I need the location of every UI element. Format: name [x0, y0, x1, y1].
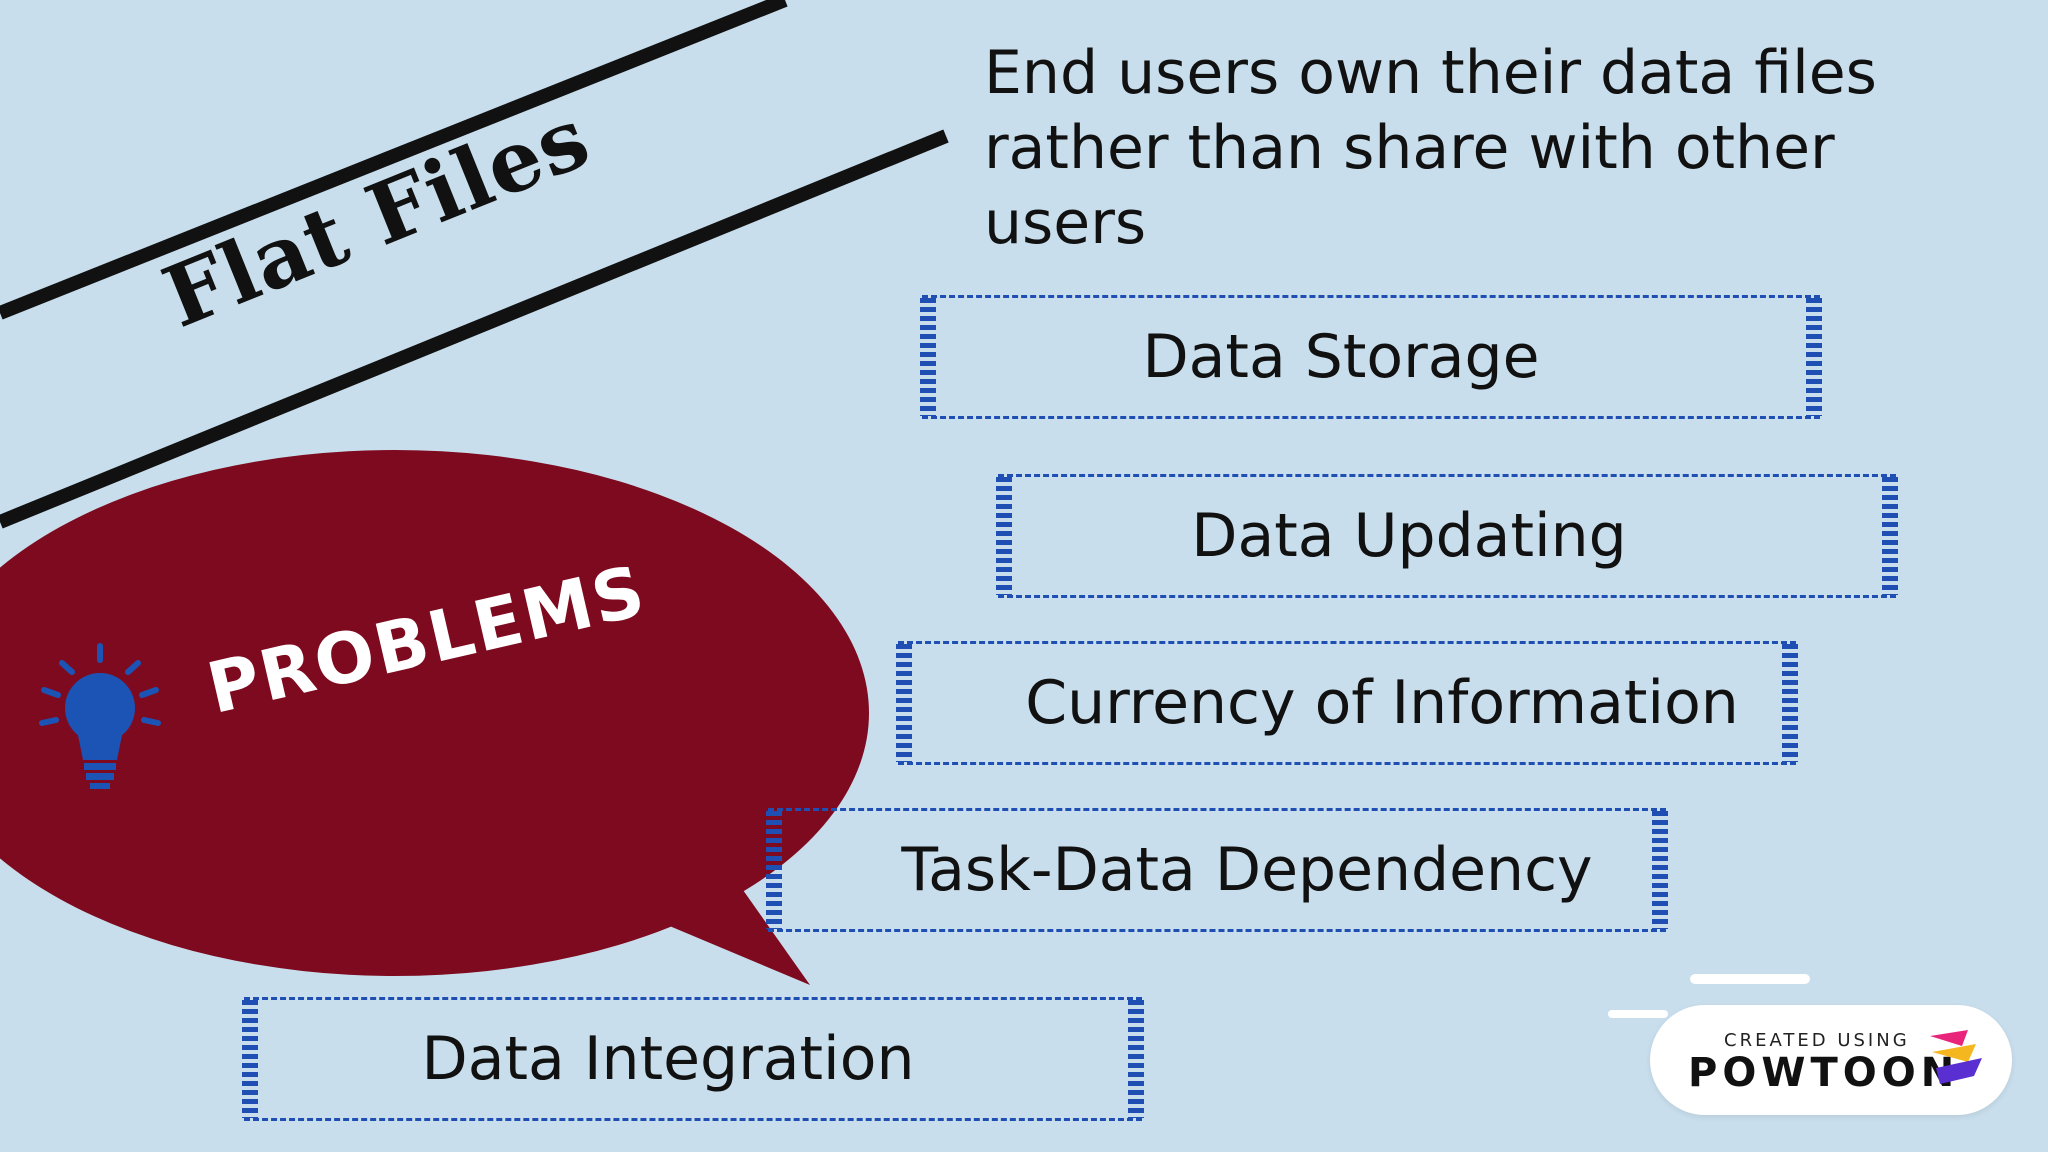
item-label: Data Storage: [1142, 322, 1540, 392]
item-currency-of-information[interactable]: Currency of Information: [896, 641, 1798, 765]
diagonal-stripe-bottom: [0, 129, 949, 529]
watermark-badge[interactable]: [1650, 1005, 2012, 1115]
watermark-small-text: CREATED USING: [1724, 1030, 1910, 1051]
diagonal-stripe-top: [0, 0, 788, 320]
headline: End users own their data files rather th…: [984, 36, 2014, 261]
watermark-brand: POWTOON: [1688, 1050, 1960, 1096]
speech-bubble: [0, 450, 869, 985]
item-label: Currency of Information: [1025, 668, 1739, 738]
powtoon-logo-icon: [1930, 1030, 1982, 1084]
item-label: Data Updating: [1191, 501, 1627, 571]
headline-line-1: End users own their data files: [984, 38, 1877, 108]
headline-line-2: rather than share with other users: [984, 113, 1835, 258]
item-data-integration[interactable]: Data Integration: [242, 997, 1144, 1121]
item-label: Data Integration: [421, 1024, 915, 1094]
lightbulb-icon: [39, 643, 161, 789]
item-label: Task-Data Dependency: [901, 835, 1593, 905]
item-task-data-dependency[interactable]: Task-Data Dependency: [766, 808, 1668, 932]
item-data-storage[interactable]: Data Storage: [920, 295, 1822, 419]
badge-streak: [1690, 974, 1810, 984]
badge-streak: [1608, 1010, 1668, 1018]
item-data-updating[interactable]: Data Updating: [996, 474, 1898, 598]
